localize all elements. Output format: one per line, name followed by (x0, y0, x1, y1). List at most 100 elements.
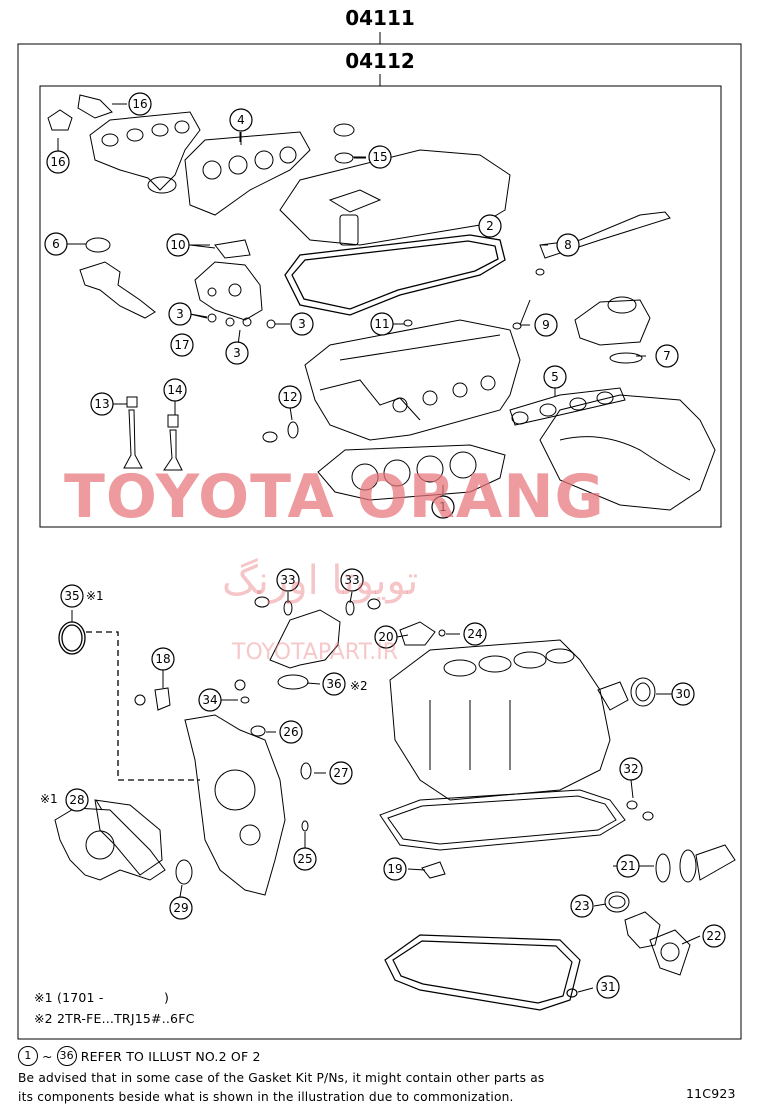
callout-circle (702, 924, 726, 948)
callout-mark-group: ※1 ※1 ※2 (40, 589, 368, 806)
callout-31: 31 (600, 980, 615, 994)
callout-circle (128, 92, 152, 116)
callout-circle (368, 145, 392, 169)
callout-circle (151, 647, 175, 671)
callout-16: 16 (132, 97, 147, 111)
valves-drawing (115, 396, 183, 471)
callout-13: 13 (94, 397, 109, 411)
outer-kit-number: 04111 (345, 6, 415, 30)
small-sensor-drawing (134, 679, 250, 711)
callout-33: 33 (344, 573, 359, 587)
callout-21: 21 (620, 859, 635, 873)
callout-9: 9 (542, 318, 550, 332)
callout-35: 35 (64, 589, 79, 603)
callout-circle (322, 672, 346, 696)
callout-circle (534, 313, 558, 337)
callout-circle (276, 568, 300, 592)
advice-line-1: Be advised that in some case of the Gask… (18, 1071, 545, 1085)
callout-14: 14 (167, 383, 182, 397)
callout-circle (374, 625, 398, 649)
note-1-text: (1701 - (57, 990, 104, 1005)
callout-circle (46, 150, 70, 174)
water-outlet-lower-drawing (655, 844, 736, 883)
callout-circle (168, 302, 192, 326)
callout-26: 26 (283, 725, 298, 739)
callout-circle (616, 854, 640, 878)
water-pump-drawing (54, 799, 166, 881)
callout-circle (225, 341, 249, 365)
callout-circle (463, 622, 487, 646)
callout-circle (383, 857, 407, 881)
callout-11: 11 (374, 317, 389, 331)
callout-32: 32 (623, 762, 638, 776)
outer-frame (17, 43, 742, 1040)
callout-19: 19 (387, 862, 402, 876)
callout-16: 16 (50, 155, 65, 169)
callout-circle (166, 233, 190, 257)
note-2-marker: ※2 (34, 1011, 53, 1026)
callout-3: 3 (176, 307, 184, 321)
callout-circle (671, 682, 695, 706)
callout-24: 24 (467, 627, 482, 641)
advice-line-2: its components beside what is shown in t… (18, 1090, 514, 1104)
cylinder-head-cover-drawing (279, 123, 511, 246)
callout-circle (556, 233, 580, 257)
intake-manifold-drawing (509, 387, 716, 511)
exhaust-gasket-drawing (184, 131, 311, 216)
callout-mark-36: ※2 (350, 679, 368, 693)
note-1-close: ) (163, 990, 170, 1005)
callout-25: 25 (297, 852, 312, 866)
refer-note: 1 ~ 36 REFER TO ILLUST NO.2 OF 2 (18, 1046, 261, 1066)
callout-4: 4 (237, 113, 245, 127)
callout-29: 29 (173, 901, 188, 915)
exhaust-manifold-drawing (47, 94, 201, 194)
head-gasket-drawing (317, 444, 506, 501)
callout-group: 1233345678910111213141516161718192021222… (44, 92, 726, 999)
callout-circle (340, 568, 364, 592)
callout-circle (293, 847, 317, 871)
callout-27: 27 (333, 766, 348, 780)
callout-34: 34 (202, 693, 217, 707)
callout-circle (570, 894, 594, 918)
callout-circle (596, 975, 620, 999)
callout-circle (229, 108, 253, 132)
callout-18: 18 (155, 652, 170, 666)
illustration-code: 11C923 (686, 1086, 736, 1101)
cylinder-block-drawing (389, 639, 656, 801)
callout-23: 23 (574, 899, 589, 913)
callout-3: 3 (233, 346, 241, 360)
cylinder-head-drawing (262, 319, 521, 443)
callout-36: 36 (326, 677, 341, 691)
callout-2: 2 (486, 219, 494, 233)
throttle-body-drawing (512, 211, 671, 364)
callout-circle (543, 365, 567, 389)
callout-circle (44, 232, 68, 256)
callout-circle (60, 584, 84, 608)
callout-12: 12 (282, 390, 297, 404)
callout-mark-28: ※1 (40, 792, 58, 806)
callout-circle (431, 495, 455, 519)
note-1-marker: ※1 (34, 990, 53, 1005)
refer-text: REFER TO ILLUST NO.2 OF 2 (80, 1048, 261, 1064)
callout-circle (169, 896, 193, 920)
callout-circle (370, 312, 394, 336)
callout-5: 5 (551, 370, 559, 384)
timing-cover-drawing (175, 714, 312, 896)
callout-circle (163, 378, 187, 402)
callout-6: 6 (52, 237, 60, 251)
callout-mark-35: ※1 (86, 589, 104, 603)
callout-circle (279, 720, 303, 744)
oil-pan-upper-drawing (379, 789, 654, 879)
callout-circle (170, 333, 194, 357)
inner-kit-number: 04112 (345, 49, 415, 73)
callout-circle (290, 312, 314, 336)
callout-28: 28 (69, 793, 84, 807)
callout-circle (478, 214, 502, 238)
callout-33: 33 (280, 573, 295, 587)
water-inlet-drawing (254, 596, 446, 690)
callout-circle (90, 392, 114, 416)
callout-8: 8 (564, 238, 572, 252)
callout-30: 30 (675, 687, 690, 701)
oil-pan-lower-drawing (384, 934, 581, 1011)
